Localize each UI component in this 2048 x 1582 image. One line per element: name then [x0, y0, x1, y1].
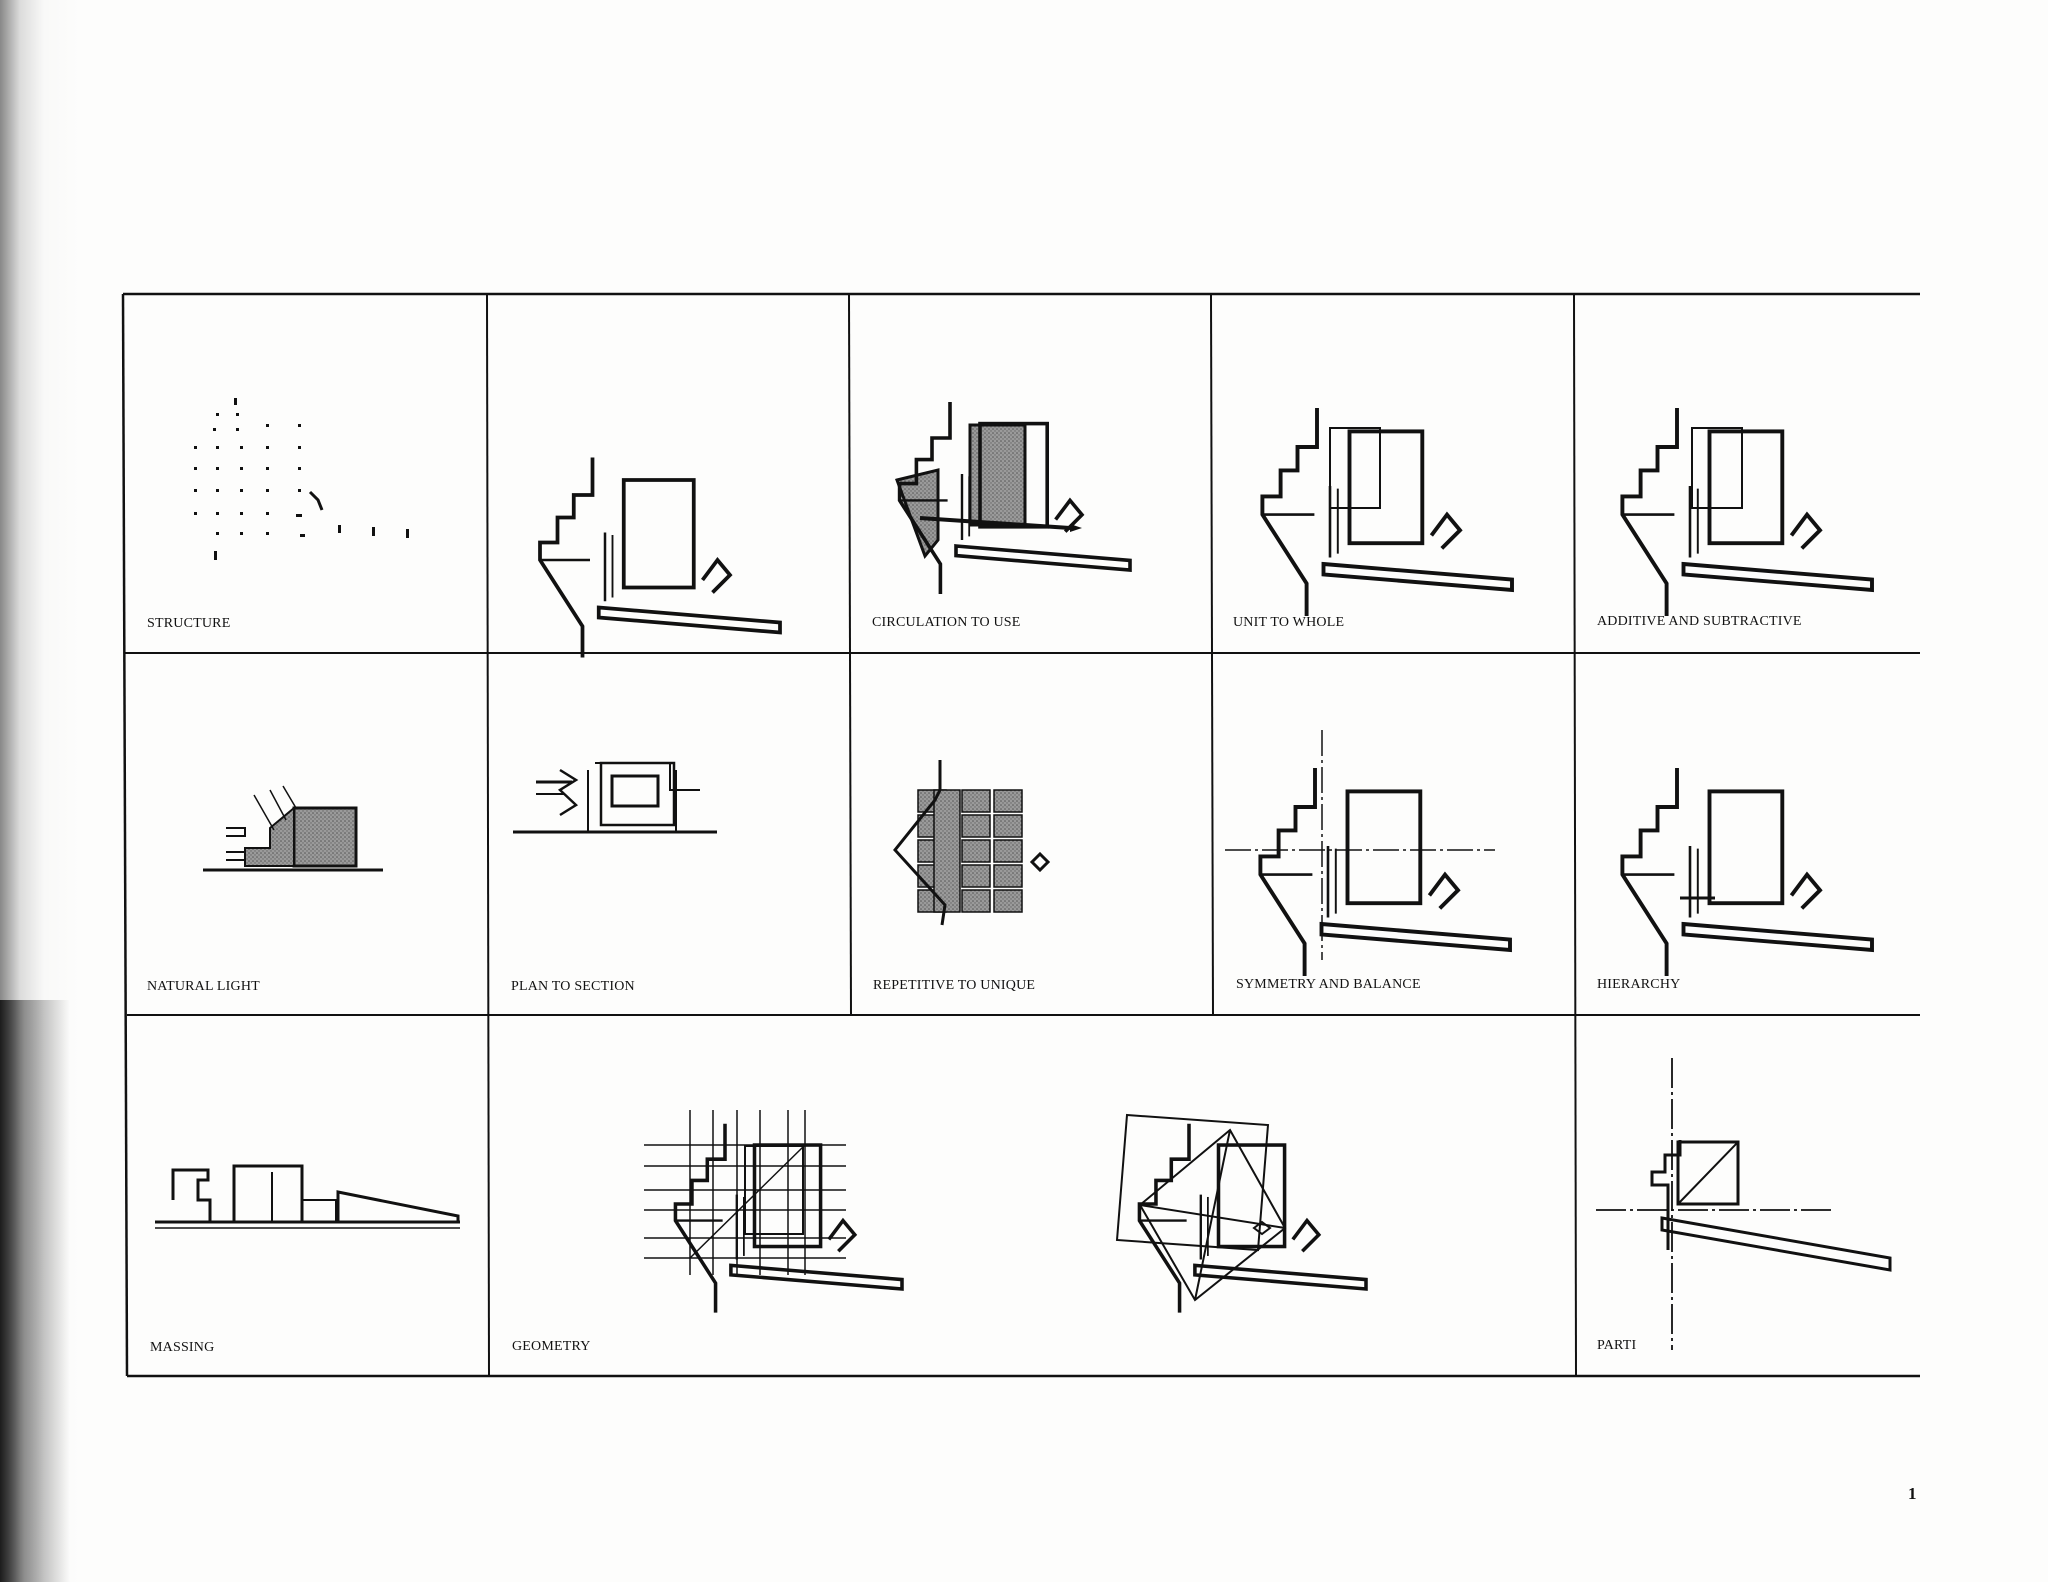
label-additive-and-subtractive: ADDITIVE AND SUBTRACTIVE: [1597, 614, 1802, 629]
label-structure: STRUCTURE: [147, 616, 231, 631]
label-natural-light: NATURAL LIGHT: [147, 979, 260, 994]
label-parti: PARTI: [1597, 1338, 1637, 1353]
page-number: 1: [1908, 1484, 1917, 1503]
natural-light-drawing: [203, 785, 383, 872]
repetitive-to-unique-drawing: [893, 760, 1051, 926]
unit-to-whole-drawing: [1260, 406, 1514, 618]
label-symmetry-and-balance: SYMMETRY AND BALANCE: [1236, 977, 1421, 992]
geometry-drawing-left: [644, 1110, 904, 1315]
label-hierarchy: HIERARCHY: [1597, 977, 1681, 992]
additive-and-subtractive-drawing: [1620, 406, 1874, 618]
label-plan-to-section: PLAN TO SECTION: [511, 979, 635, 994]
parti-drawing: [1596, 1058, 1892, 1350]
scan-shadow-edge-dark: [0, 1000, 70, 1582]
label-geometry: GEOMETRY: [512, 1339, 591, 1354]
circulation-to-use-drawing: [895, 400, 1132, 596]
grid-frame: [121, 292, 1920, 1378]
structure-drawing: [194, 398, 409, 560]
massing-drawing: [155, 1164, 460, 1229]
geometry-drawing-right: [1115, 1113, 1368, 1315]
label-massing: MASSING: [150, 1340, 215, 1355]
plan-to-section-drawing: [513, 455, 782, 834]
symmetry-and-balance-drawing: [1225, 730, 1512, 978]
label-unit-to-whole: UNIT TO WHOLE: [1233, 615, 1345, 630]
hierarchy-drawing: [1620, 766, 1874, 978]
label-repetitive-to-unique: REPETITIVE TO UNIQUE: [873, 978, 1036, 993]
label-circulation-to-use: CIRCULATION TO USE: [872, 615, 1021, 630]
